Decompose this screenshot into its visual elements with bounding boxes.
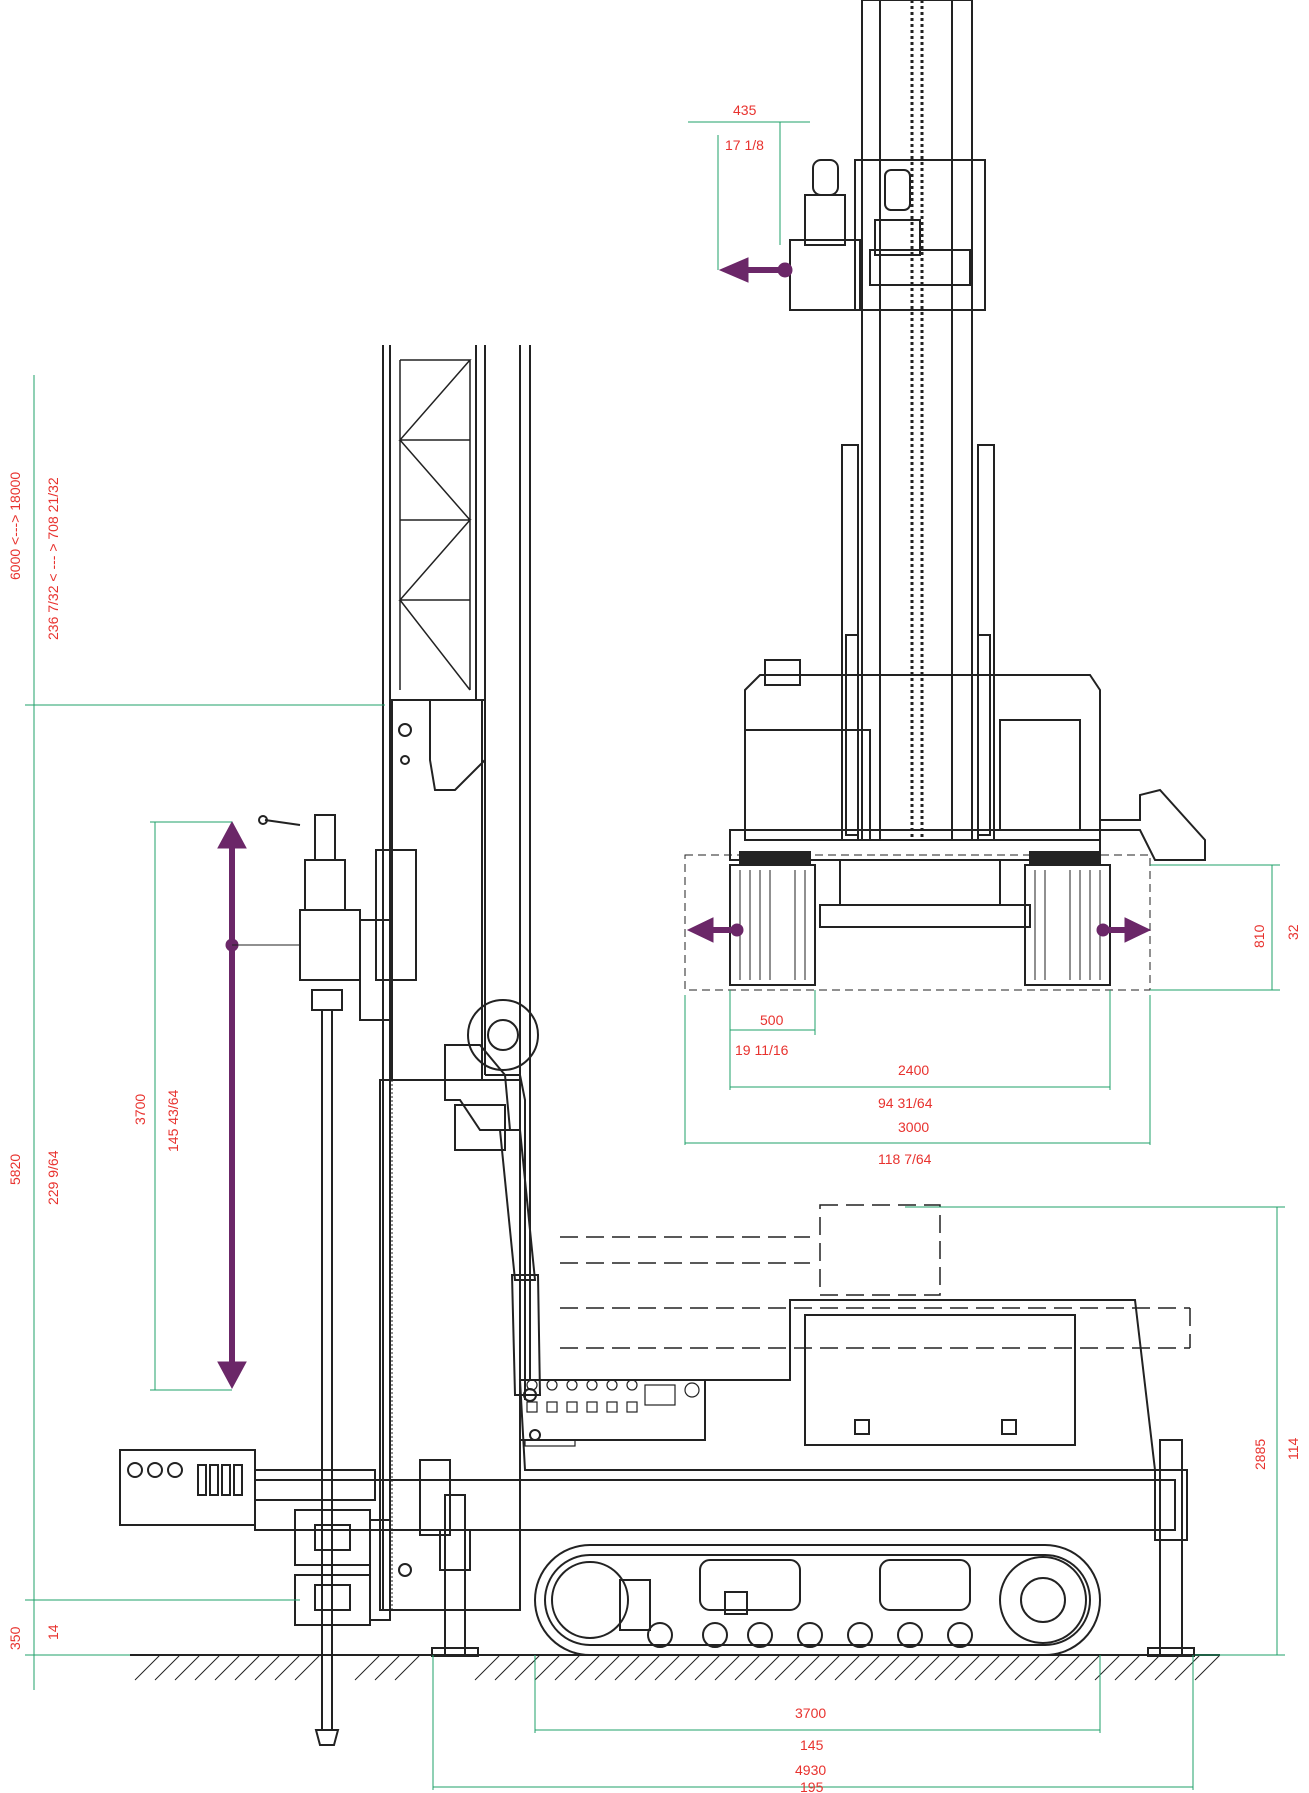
alternate-positions [560, 1204, 1191, 1349]
rotary-stroke-in: 145 43/64 [165, 1090, 181, 1152]
track-gauge-min-in: 94 31/64 [878, 1095, 933, 1111]
head-offset-arrow [718, 257, 793, 283]
rotary-stroke-arrow [217, 820, 300, 1390]
ground-clearance-mm: 350 [7, 1626, 23, 1650]
head-offset-in: 17 1/8 [725, 137, 764, 153]
crawler-track [534, 1544, 1101, 1656]
mast-height-mm: 5820 [7, 1154, 23, 1185]
movement-arrows [217, 257, 1152, 1390]
control-panel [119, 1449, 376, 1526]
track-shoe-in: 19 11/16 [735, 1042, 789, 1058]
overall-length-in: 195 [800, 1779, 824, 1793]
track-shoe-mm: 500 [760, 1012, 784, 1028]
track-raise-in: 32 [1285, 924, 1301, 940]
mast-extension-mm: 6000 <---> 18000 [7, 472, 23, 580]
track-gauge-max-in: 118 7/64 [878, 1151, 932, 1167]
track-gauge-min-mm: 2400 [898, 1062, 929, 1078]
carriage [254, 999, 1176, 1536]
overall-height-in: 114 [1285, 1437, 1301, 1460]
overall-length-mm: 4930 [795, 1762, 826, 1778]
track-length-in: 145 [800, 1737, 824, 1753]
stabilizers [431, 1439, 1195, 1657]
track-raise-mm: 810 [1251, 924, 1267, 948]
mast [379, 345, 531, 1611]
mast-height-in: 229 9/64 [45, 1150, 61, 1205]
mast-extension-in: 236 7/32 < --- > 708 21/32 [45, 477, 61, 640]
ground-hatch [130, 1654, 1221, 1681]
mast-front [861, 0, 973, 841]
ground-clearance-in: 14 [45, 1624, 61, 1640]
track-gauge-max-mm: 3000 [898, 1119, 929, 1135]
track-right [1024, 864, 1111, 986]
track-length-mm: 3700 [795, 1705, 826, 1721]
dimension-labels: 6000 <---> 18000 236 7/32 < --- > 708 21… [7, 102, 1301, 1793]
head-offset-mm: 435 [733, 102, 757, 118]
track-extend-left-arrow [686, 917, 744, 943]
rotary-stroke-mm: 3700 [132, 1094, 148, 1125]
overall-height-mm: 2885 [1252, 1439, 1268, 1470]
track-left [729, 864, 816, 986]
side-view [119, 345, 1221, 1746]
dimension-lines [25, 121, 1285, 1790]
track-extend-right-arrow [1096, 917, 1152, 943]
front-view [684, 0, 1206, 991]
clamps [294, 1509, 391, 1626]
